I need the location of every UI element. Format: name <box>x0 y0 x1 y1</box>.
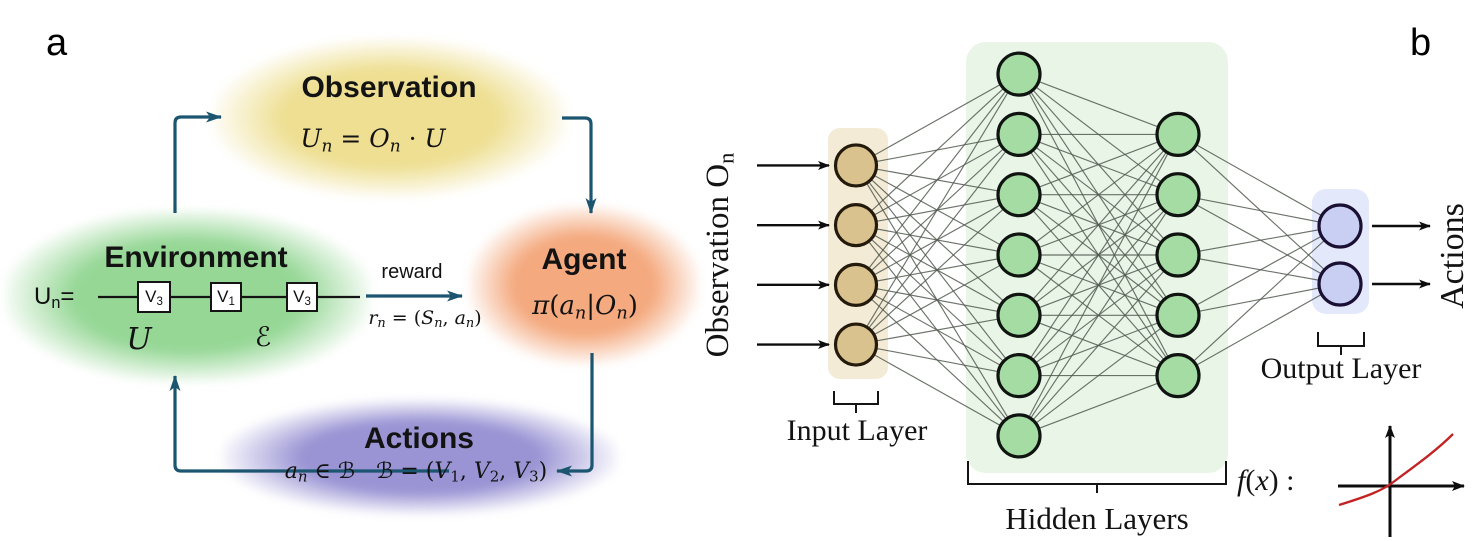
observation-input-annotation: Observation On <box>700 152 739 358</box>
actions-title: Actions <box>363 422 474 455</box>
nn-connection-line <box>1177 283 1341 377</box>
input-neuron <box>833 262 879 307</box>
output-layer-caption: Output Layer <box>1260 352 1422 385</box>
nn-connection-line <box>855 314 1020 346</box>
nn-connection-line <box>1177 225 1341 377</box>
unitary-symbol: U <box>126 322 152 357</box>
layer-backgrounds <box>828 42 1369 473</box>
gate-label: V3 <box>293 287 311 308</box>
hidden-1-neuron <box>996 353 1042 399</box>
hidden-1-neuron <box>996 111 1042 157</box>
output-arrows <box>1372 221 1431 289</box>
nn-connection-line <box>1018 254 1179 437</box>
observation-to-agent-arrow <box>562 116 597 214</box>
observation-formula: Un = On · U <box>300 124 446 157</box>
nn-layer-hidden-2 <box>1155 111 1201 399</box>
nn-connection-line <box>1177 283 1341 316</box>
nn-layer-hidden-1 <box>996 51 1042 459</box>
nn-connection-line <box>1018 133 1179 196</box>
nn-connection-line <box>1177 133 1341 285</box>
nn-connection-line <box>1018 133 1179 256</box>
nn-connection-line <box>1018 134 1179 316</box>
nn-connection-line <box>855 343 1020 377</box>
nn-connection-line <box>1018 375 1179 437</box>
reward-label: reward <box>381 261 443 283</box>
agent-glow <box>468 205 700 365</box>
nn-connection-line <box>855 344 1020 437</box>
panel-a-label: a <box>46 22 68 64</box>
environment-to-observation-arrow <box>173 111 222 213</box>
actions-glow <box>222 399 618 515</box>
agent-policy-formula: π(an|On) <box>532 291 638 324</box>
hidden-2-neuron <box>1155 232 1201 278</box>
input-layer-caption: Input Layer <box>786 414 928 447</box>
activation-curve <box>1338 433 1454 507</box>
rl-loop-arrows <box>169 111 597 477</box>
nn-connection-line <box>1018 73 1179 135</box>
nn-layer-output <box>1317 203 1363 307</box>
hidden-1-neuron <box>996 292 1042 338</box>
unitary-gate-box-2: V1 <box>210 282 242 312</box>
hidden-2-neuron <box>1155 353 1201 399</box>
environment-title: Environment <box>104 241 288 274</box>
nn-connection-line <box>1177 254 1341 285</box>
unitary-gate-box-3: V3 <box>286 282 318 312</box>
input-neuron <box>833 143 879 188</box>
agent-to-actions-arrow <box>556 353 594 477</box>
nn-connection-line <box>1177 194 1341 227</box>
hidden-2-neuron <box>1155 292 1201 338</box>
actions-to-environment-arrow <box>169 375 449 473</box>
nn-connection-line <box>1018 134 1179 376</box>
nn-connection-line <box>1018 134 1179 437</box>
observation-title: Observation <box>301 71 477 104</box>
nn-connection-line <box>1177 225 1341 256</box>
output-neuron <box>1317 261 1363 307</box>
nn-connection-line <box>1018 194 1179 437</box>
nn-connection-line <box>1018 314 1179 437</box>
input-neuron <box>833 322 879 367</box>
layer-braces <box>833 332 1365 493</box>
agent-title: Agent <box>541 243 627 276</box>
gate-label: V3 <box>145 287 163 308</box>
nn-connections <box>855 73 1341 437</box>
hidden-1-neuron <box>996 51 1042 97</box>
nn-connection-line <box>855 73 1020 286</box>
panel-b-label: b <box>1410 22 1432 64</box>
hidden-layers-brace <box>967 461 1227 493</box>
nn-connection-line <box>855 73 1020 166</box>
hidden-1-neuron <box>996 172 1042 218</box>
actions-formula: an ∈ ℬ ℬ = (V1, V2, V3) <box>284 459 548 486</box>
input-arrows <box>757 160 830 350</box>
nn-connection-line <box>1177 133 1341 227</box>
reward-formula: rn = (Sn, an) <box>368 307 482 332</box>
nn-connection-line <box>855 73 1020 345</box>
hidden-2-neuron <box>1155 111 1201 157</box>
nn-connection-line <box>855 134 1020 345</box>
hidden-1-neuron <box>996 232 1042 278</box>
actions-output-annotation: Actions <box>1434 203 1471 309</box>
nn-connection-line <box>1177 225 1341 316</box>
gate-label: V1 <box>217 287 235 308</box>
channel-symbol: ℰ <box>254 322 272 353</box>
nn-connection-line <box>855 194 1020 345</box>
activation-label: f(x) : <box>1237 464 1295 497</box>
output-layer-brace <box>1317 332 1365 355</box>
activation-plot <box>1338 425 1465 537</box>
nn-connection-line <box>1177 194 1341 285</box>
hidden-1-neuron <box>996 413 1042 459</box>
output-neuron <box>1317 203 1363 249</box>
hidden-layers-caption: Hidden Layers <box>1005 501 1189 536</box>
environment-state-prefix: Un= <box>34 283 75 313</box>
unitary-gate-box-1: V3 <box>137 281 171 313</box>
hidden-2-neuron <box>1155 172 1201 218</box>
input-layer-brace <box>833 391 879 413</box>
nn-connection-line <box>855 254 1020 346</box>
nn-connection-line <box>855 73 1020 226</box>
nn-layer-input <box>833 143 879 367</box>
observation-glow <box>212 38 568 198</box>
input-neuron <box>833 203 879 248</box>
